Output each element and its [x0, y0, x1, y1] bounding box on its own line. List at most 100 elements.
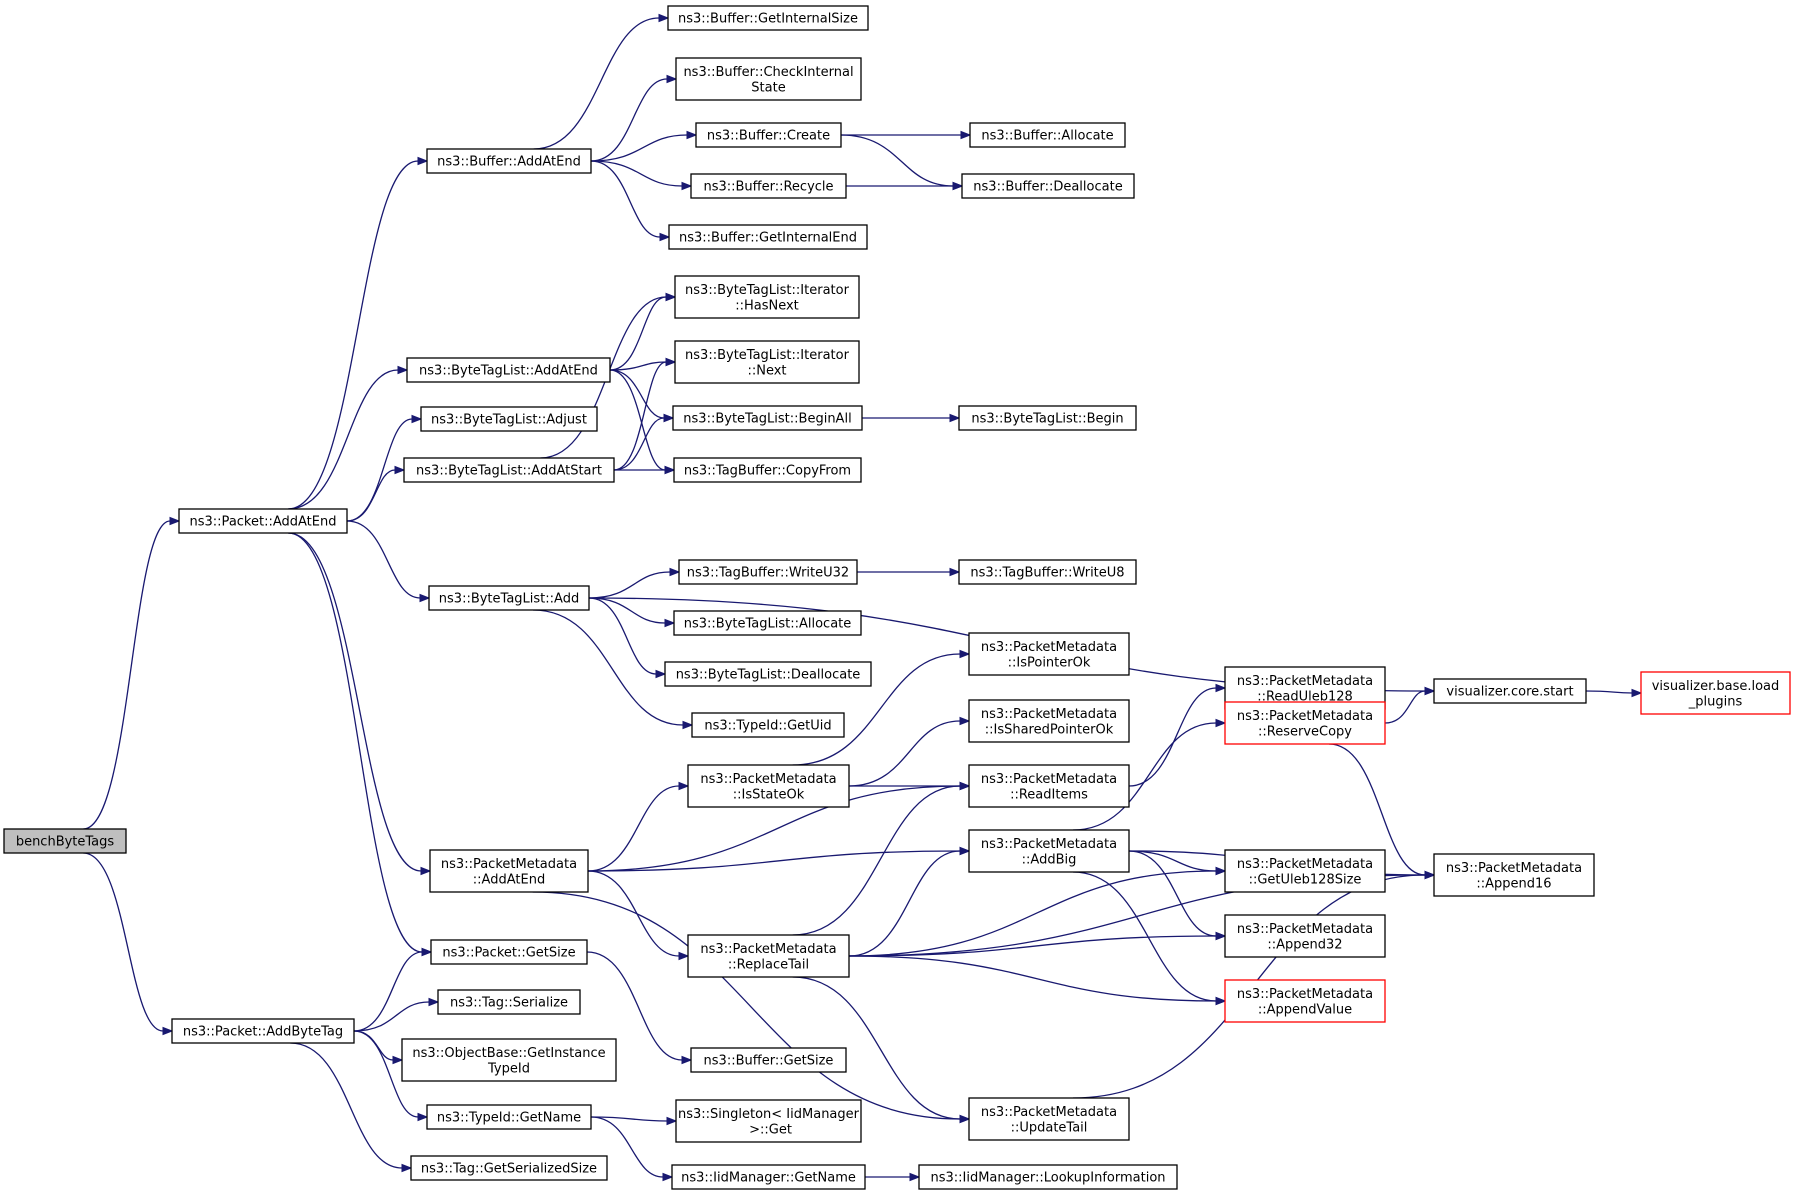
call-edge: [590, 130, 698, 162]
node-btl-deallocate[interactable]: ns3::ByteTagList::Deallocate: [664, 661, 872, 687]
call-edge: [532, 609, 694, 730]
node-label: ns3::PacketMetadata: [441, 857, 577, 872]
node-pm-append16[interactable]: ns3::PacketMetadata::Append16: [1433, 853, 1595, 897]
call-edge: [346, 465, 406, 522]
node-pm-append32[interactable]: ns3::PacketMetadata::Append32: [1224, 914, 1386, 958]
node-label: ::ReadItems: [1010, 787, 1088, 802]
node-label: ns3::PacketMetadata: [1446, 861, 1582, 876]
node-pm-add-big[interactable]: ns3::PacketMetadata::AddBig: [968, 829, 1130, 873]
node-btl-has-next[interactable]: ns3::ByteTagList::Iterator::HasNext: [674, 275, 860, 319]
node-pm-read-items[interactable]: ns3::PacketMetadata::ReadItems: [968, 764, 1130, 808]
node-label: ns3::Buffer::GetInternalEnd: [679, 231, 857, 246]
call-edge: [614, 465, 676, 475]
node-label: ns3::ByteTagList::AddAtStart: [416, 464, 602, 479]
node-btl-allocate[interactable]: ns3::ByteTagList::Allocate: [673, 610, 862, 636]
node-buf-add-at-end[interactable]: ns3::Buffer::AddAtEnd: [426, 148, 592, 174]
node-buf-recycle[interactable]: ns3::Buffer::Recycle: [690, 173, 847, 199]
node-label: ::IsPointerOk: [1008, 655, 1091, 670]
node-tb-write-u8[interactable]: ns3::TagBuffer::WriteU8: [958, 559, 1137, 585]
call-edge: [792, 976, 971, 1124]
node-pm-add-at-end[interactable]: ns3::PacketMetadata::AddAtEnd: [429, 849, 589, 893]
node-pm-is-pointer-ok[interactable]: ns3::PacketMetadata::IsPointerOk: [968, 632, 1130, 676]
node-label: ::UpdateTail: [1011, 1120, 1088, 1135]
node-buf-get-size[interactable]: ns3::Buffer::GetSize: [690, 1047, 847, 1073]
node-singleton-get[interactable]: ns3::Singleton< IidManager >::Get: [675, 1099, 862, 1143]
call-edge: [288, 532, 432, 876]
node-iid-get-name[interactable]: ns3::IidManager::GetName: [671, 1164, 866, 1190]
node-label: ns3::TagBuffer::WriteU32: [687, 566, 849, 581]
node-label: ::IsStateOk: [733, 787, 805, 802]
node-label: ns3::TagBuffer::WriteU8: [970, 566, 1124, 581]
node-buf-allocate[interactable]: ns3::Buffer::Allocate: [969, 122, 1126, 148]
node-pm-is-shared-pointer-ok[interactable]: ns3::PacketMetadata::IsSharedPointerOk: [968, 699, 1130, 743]
node-label: ns3::PacketMetadata: [981, 1105, 1117, 1120]
node-label: ns3::Packet::AddAtEnd: [190, 515, 337, 530]
node-label: ns3::ByteTagList::Allocate: [684, 617, 852, 632]
call-edge: [532, 891, 971, 1124]
node-pm-append-value[interactable]: ns3::PacketMetadata::AppendValue: [1224, 979, 1386, 1023]
node-pm-get-uleb128-size[interactable]: ns3::PacketMetadata::GetUleb128Size: [1224, 849, 1386, 893]
node-label: ::ReplaceTail: [728, 957, 809, 972]
node-pm-replace-tail[interactable]: ns3::PacketMetadata::ReplaceTail: [687, 934, 850, 978]
node-label: ::AddBig: [1022, 852, 1077, 867]
node-label: ns3::PacketMetadata: [981, 837, 1117, 852]
node-btl-add-at-start[interactable]: ns3::ByteTagList::AddAtStart: [403, 457, 615, 483]
node-label: benchByteTags: [16, 835, 115, 850]
node-label: ns3::PacketMetadata: [981, 640, 1117, 655]
node-iid-lookup[interactable]: ns3::IidManager::LookupInformation: [918, 1164, 1178, 1190]
call-edge: [83, 852, 174, 1036]
node-label: ns3::Buffer::Deallocate: [973, 180, 1122, 195]
node-btl-begin[interactable]: ns3::ByteTagList::Begin: [958, 405, 1137, 431]
node-viz-load[interactable]: visualizer.base.load_plugins: [1640, 671, 1791, 715]
node-p-get-size[interactable]: ns3::Packet::GetSize: [430, 939, 588, 965]
node-btl-next[interactable]: ns3::ByteTagList::Iterator::Next: [674, 340, 860, 384]
call-edge: [588, 597, 676, 628]
node-label: ns3::PacketMetadata: [1237, 674, 1373, 689]
node-tb-write-u32[interactable]: ns3::TagBuffer::WriteU32: [678, 559, 858, 585]
call-edge: [353, 997, 440, 1032]
node-label: ns3::ByteTagList::Iterator: [685, 283, 850, 298]
node-btl-add[interactable]: ns3::ByteTagList::Add: [428, 585, 590, 611]
node-buf-deallocate[interactable]: ns3::Buffer::Deallocate: [961, 173, 1135, 199]
call-edge: [840, 134, 964, 191]
call-edge: [1072, 718, 1227, 831]
node-label: ns3::PacketMetadata: [981, 772, 1117, 787]
call-edge: [587, 781, 690, 872]
node-tid-get-name[interactable]: ns3::TypeId::GetName: [426, 1104, 592, 1130]
node-buf-create[interactable]: ns3::Buffer::Create: [695, 122, 842, 148]
call-edge: [288, 365, 409, 510]
node-buf-get-internal-size[interactable]: ns3::Buffer::GetInternalSize: [667, 5, 869, 31]
node-tag-get-serialized-size[interactable]: ns3::Tag::GetSerializedSize: [410, 1155, 608, 1181]
node-pm-update-tail[interactable]: ns3::PacketMetadata::UpdateTail: [968, 1097, 1130, 1141]
node-label: ::AddAtEnd: [473, 872, 545, 887]
node-tid-get-uid[interactable]: ns3::TypeId::GetUid: [691, 712, 845, 738]
call-edge: [587, 870, 690, 961]
node-btl-begin-all[interactable]: ns3::ByteTagList::BeginAll: [672, 405, 863, 431]
node-label: ns3::Packet::AddByteTag: [183, 1025, 343, 1040]
node-btl-add-at-end[interactable]: ns3::ByteTagList::AddAtEnd: [406, 357, 611, 383]
node-label: ns3::Buffer::GetSize: [704, 1054, 834, 1069]
node-btl-adjust[interactable]: ns3::ByteTagList::Adjust: [420, 406, 598, 432]
node-label: ns3::PacketMetadata: [981, 707, 1117, 722]
node-pm-reserve-copy[interactable]: ns3::PacketMetadata::ReserveCopy: [1224, 701, 1386, 745]
node-tag-serialize[interactable]: ns3::Tag::Serialize: [437, 989, 581, 1015]
node-pm-is-state-ok[interactable]: ns3::PacketMetadata::IsStateOk: [687, 764, 850, 808]
node-label: ::Append32: [1267, 937, 1342, 952]
node-p-add-byte-tag[interactable]: ns3::Packet::AddByteTag: [171, 1018, 355, 1044]
node-label: ns3::Buffer::Recycle: [703, 180, 833, 195]
node-label: ns3::IidManager::LookupInformation: [930, 1171, 1165, 1186]
call-edges: [83, 13, 1643, 1182]
node-label: ns3::ByteTagList::Begin: [971, 412, 1123, 427]
call-edge: [862, 413, 961, 423]
node-viz-start[interactable]: visualizer.core.start: [1433, 678, 1587, 704]
node-p-add-at-end[interactable]: ns3::Packet::AddAtEnd: [178, 508, 348, 534]
call-edge: [586, 951, 693, 1065]
call-edge: [588, 597, 667, 679]
node-tb-copy-from[interactable]: ns3::TagBuffer::CopyFrom: [673, 457, 862, 483]
node-bench[interactable]: benchByteTags: [3, 828, 127, 854]
node-buf-get-internal-end[interactable]: ns3::Buffer::GetInternalEnd: [668, 224, 868, 250]
node-label: ns3::Tag::Serialize: [450, 996, 568, 1011]
